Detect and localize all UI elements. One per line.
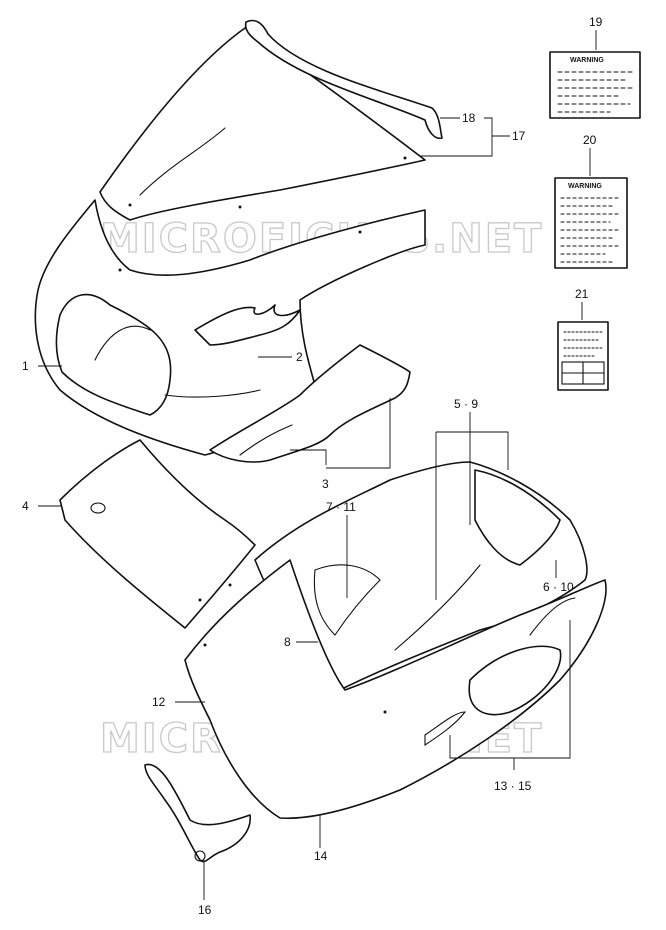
callout-3: 3 [322, 477, 329, 491]
callout-5-9: 5 · 9 [454, 397, 478, 411]
callout-2: 2 [296, 350, 303, 364]
label-21 [557, 321, 609, 391]
callout-21: 21 [575, 287, 589, 301]
callout-8: 8 [284, 635, 291, 649]
callout-6-10: 6 · 10 [543, 580, 574, 594]
label-19-title: WARNING [570, 57, 604, 64]
leader-lines [38, 30, 597, 900]
lower-cowling [184, 559, 607, 820]
side-panel-3 [209, 344, 411, 463]
callout-13-15: 13 · 15 [494, 779, 532, 793]
callout-18: 18 [462, 111, 476, 125]
callout-17: 17 [512, 129, 526, 143]
inner-panel [59, 439, 256, 629]
callout-19: 19 [589, 15, 603, 29]
callout-4: 4 [22, 499, 29, 513]
bracket [144, 763, 251, 863]
callout-20: 20 [583, 133, 597, 147]
label-20: WARNING [554, 177, 628, 269]
callout-14: 14 [314, 849, 328, 863]
callout-16: 16 [198, 903, 212, 917]
callout-1: 1 [22, 359, 29, 373]
windscreen [99, 19, 443, 221]
label-20-title: WARNING [568, 183, 602, 190]
label-19: WARNING [549, 51, 641, 119]
callout-7-11: 7 · 11 [326, 500, 356, 514]
fairing-decal [194, 304, 301, 346]
callout-12: 12 [152, 695, 166, 709]
